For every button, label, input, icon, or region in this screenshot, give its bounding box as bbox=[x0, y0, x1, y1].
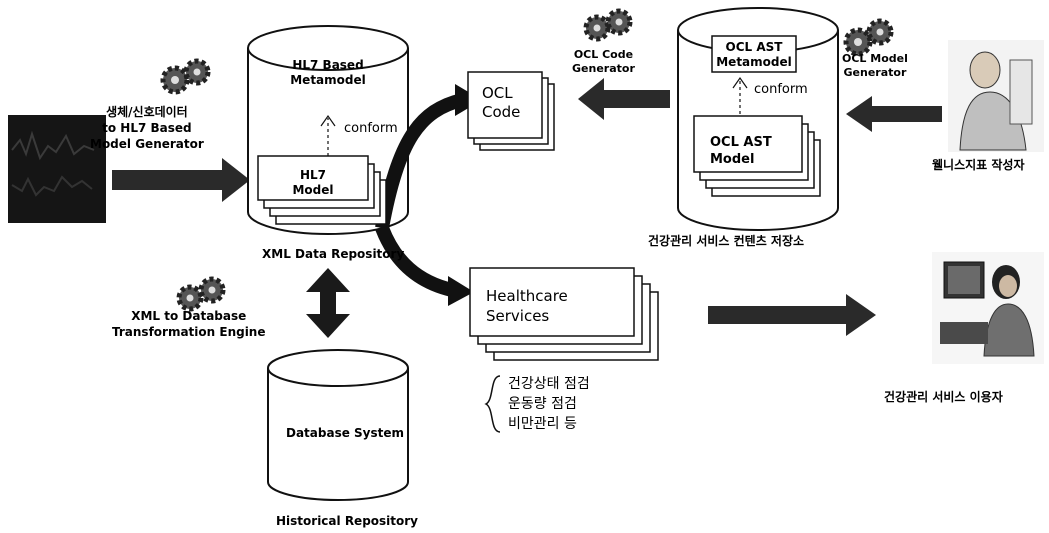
generator-label-ocl-model: OCL Model Generator bbox=[842, 52, 908, 79]
author-person-icon bbox=[948, 40, 1044, 152]
author-caption: 웰니스지표 작성자 bbox=[932, 158, 1025, 172]
arrow-to-user bbox=[708, 294, 876, 336]
ocl-ast-model-label: OCL AST Model bbox=[710, 135, 772, 167]
arrow-to-xml-repo bbox=[112, 158, 250, 202]
hl7-metamodel-label: HL7 Based Metamodel bbox=[290, 58, 366, 87]
service-item: 운동량 점검 bbox=[508, 396, 577, 412]
user-person-icon bbox=[932, 252, 1044, 364]
arrow-to-ocl-code bbox=[578, 78, 670, 120]
gear-icon-left bbox=[160, 58, 211, 95]
curve-to-ocl-code bbox=[375, 93, 464, 230]
ocl-ast-metamodel-box bbox=[711, 35, 797, 73]
generator-label-left: 생체/신호데이터 to HL7 Based Model Generator bbox=[90, 105, 204, 151]
service-item: 건강상태 점검 bbox=[508, 376, 590, 392]
conform-label-left: conform bbox=[344, 121, 398, 136]
healthcare-stack bbox=[469, 267, 659, 361]
gear-icon-xml-db bbox=[176, 276, 226, 312]
curve-to-healthcare-head bbox=[448, 276, 474, 306]
ocl-code-stack bbox=[467, 71, 555, 151]
ocl-code-label: OCL Code bbox=[482, 84, 521, 121]
hl7-model-stack bbox=[257, 155, 387, 225]
generator-label-ocl-code: OCL Code Generator bbox=[572, 48, 635, 75]
user-caption: 건강관리 서비스 이용자 bbox=[884, 390, 1003, 404]
ocl-ast-model-stack bbox=[693, 115, 821, 197]
biosignal-image bbox=[8, 115, 106, 223]
services-brace bbox=[484, 375, 501, 433]
database-label: Database System bbox=[286, 426, 405, 440]
conform-label-right: conform bbox=[754, 82, 808, 97]
ocl-ast-metamodel-label: OCL AST Metamodel bbox=[716, 40, 792, 69]
database-cylinder bbox=[267, 349, 409, 501]
arrow-author-to-repo bbox=[846, 96, 942, 132]
database-caption: Historical Repository bbox=[276, 514, 419, 528]
services-list: 건강상태 점검 운동량 점검 비만관리 등 bbox=[508, 374, 590, 434]
ocl-repo-caption: 건강관리 서비스 컨텐츠 저장소 bbox=[648, 234, 805, 248]
conform-arrowhead-left bbox=[320, 114, 336, 127]
conform-arrowhead-right bbox=[732, 76, 748, 89]
gear-icon-ocl-code bbox=[583, 8, 633, 42]
xml-db-double-arrow bbox=[306, 268, 350, 338]
service-item: 비만관리 등 bbox=[508, 416, 577, 432]
healthcare-label: Healthcare Services bbox=[486, 287, 568, 325]
hl7-model-label: HL7 Model bbox=[292, 168, 334, 197]
gear-icon-ocl-model bbox=[843, 18, 894, 57]
xml-repo-caption: XML Data Repository bbox=[262, 247, 405, 261]
generator-label-xml-db: XML to Database Transformation Engine bbox=[112, 309, 266, 339]
curve-to-healthcare bbox=[375, 225, 454, 297]
